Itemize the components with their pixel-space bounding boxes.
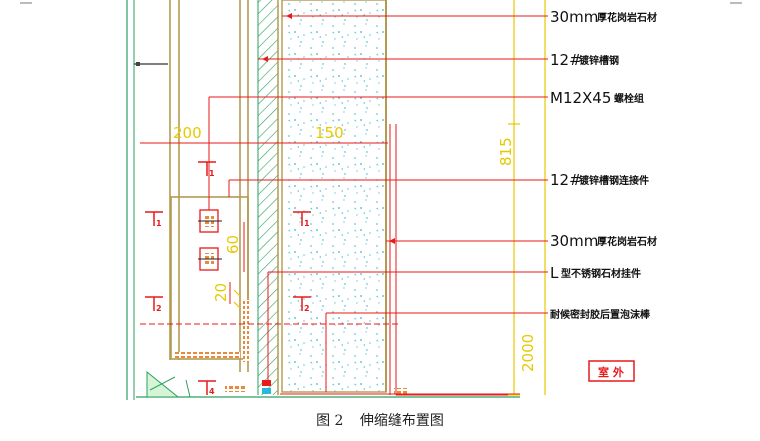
- figure-number: 图 2: [316, 413, 344, 429]
- svg-text:镀锌槽钢: 镀锌槽钢: [579, 54, 619, 67]
- svg-text:1: 1: [209, 169, 215, 178]
- callout-granite-top: 30mm 厚花岗岩石材: [550, 8, 657, 26]
- yellow-ticks: [233, 123, 520, 396]
- dimension-lines: [140, 97, 514, 396]
- anchor-node: [136, 62, 140, 66]
- svg-text:L: L: [550, 264, 559, 282]
- wall-hatch: [258, 0, 278, 395]
- callout-granite-mid: 30mm 厚花岗岩石材: [550, 232, 657, 250]
- callout-bolt-group: M12X45 螺栓组: [550, 89, 644, 107]
- callout-arrowheads: [262, 13, 395, 244]
- svg-text:30mm: 30mm: [550, 8, 598, 26]
- granite-panel: [281, 0, 387, 393]
- svg-text:M12X45: M12X45: [550, 89, 611, 107]
- callout-leaders: [209, 15, 548, 392]
- svg-text:2: 2: [156, 304, 162, 313]
- dim-200: 200: [173, 124, 202, 142]
- svg-text:1: 1: [304, 219, 310, 228]
- svg-text:1: 1: [156, 219, 162, 228]
- svg-text:12#: 12#: [550, 171, 582, 189]
- section-mark-6: 4: [198, 380, 216, 396]
- room-tag-box: [588, 360, 635, 382]
- base-anchor-brace: [185, 379, 191, 398]
- bolt-upper: [198, 209, 222, 233]
- bracket-base: [175, 352, 240, 358]
- dim-150: 150: [315, 124, 344, 142]
- figure-title: 伸缩缝布置图: [359, 413, 444, 429]
- base-anchor-diagonal: [149, 376, 176, 391]
- dim-815: 815: [497, 137, 515, 166]
- svg-text:厚花岗岩石材: 厚花岗岩石材: [597, 11, 657, 24]
- svg-text:耐候密封胶后置泡沫棒: 耐候密封胶后置泡沫棒: [550, 308, 651, 321]
- callout-channel-steel: 12# 镀锌槽钢: [550, 51, 619, 69]
- foam-rod: [262, 380, 271, 386]
- callout-sealant-foam: 耐候密封胶后置泡沫棒: [550, 308, 651, 321]
- section-mark-3: 1: [293, 211, 311, 228]
- bottom-sealant-left: [225, 384, 245, 392]
- svg-text:30mm: 30mm: [550, 232, 598, 250]
- bracket-side-strip: [243, 300, 249, 362]
- base-anchor-triangle: [146, 370, 180, 398]
- svg-text:镀锌槽钢连接件: 镀锌槽钢连接件: [579, 174, 649, 187]
- section-mark-1: 1: [145, 211, 163, 228]
- figure-caption: 图 2 伸缩缝布置图: [0, 410, 760, 430]
- bolt-lower: [198, 247, 222, 271]
- svg-text:12#: 12#: [550, 51, 582, 69]
- dim-2000: 2000: [519, 334, 537, 372]
- svg-text:2: 2: [304, 304, 310, 313]
- dim-60: 60: [224, 235, 242, 254]
- svg-text:螺栓组: 螺栓组: [614, 92, 644, 105]
- sealant-block: [262, 388, 271, 394]
- svg-text:型不锈钢石材挂件: 型不锈钢石材挂件: [561, 267, 641, 280]
- section-mark-4: 2: [145, 296, 163, 313]
- svg-text:4: 4: [209, 387, 215, 396]
- callout-channel-connector: 12# 镀锌槽钢连接件: [550, 171, 649, 189]
- room-tag-label: 室 外: [598, 365, 624, 379]
- dim-20: 20: [212, 283, 230, 302]
- bottom-sealant-right: [394, 388, 408, 394]
- svg-text:厚花岗岩石材: 厚花岗岩石材: [597, 235, 657, 248]
- section-mark-2: 1: [198, 161, 216, 178]
- callout-stone-hanger: L 型不锈钢石材挂件: [550, 264, 641, 282]
- section-mark-5: 2: [293, 296, 311, 313]
